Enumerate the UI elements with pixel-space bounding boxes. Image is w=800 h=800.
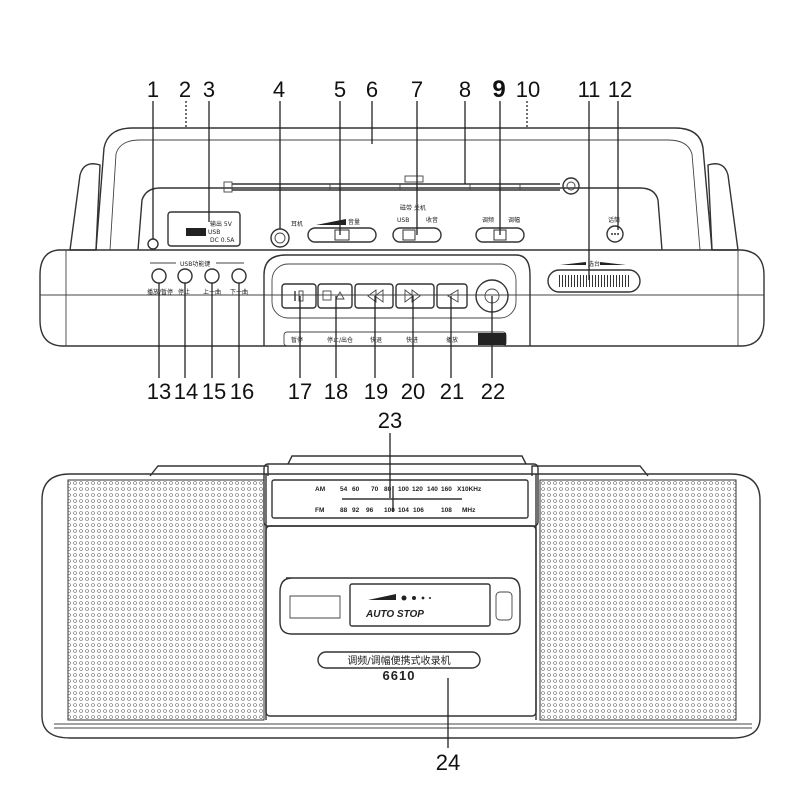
callout-7: 7 <box>411 77 423 102</box>
callout-16: 16 <box>230 379 254 404</box>
callout-8: 8 <box>459 77 471 102</box>
dial-am-70: 70 <box>371 486 379 493</box>
front-view: AM 54 60 70 80 100 120 140 160 X10KHz FM… <box>41 408 761 775</box>
mode-switch-top: 磁带 关机 <box>400 204 426 212</box>
callout-17: 17 <box>288 379 312 404</box>
dial-am-60: 60 <box>352 486 360 493</box>
cassette-door[interactable]: AUTO STOP <box>265 525 537 717</box>
tuning-label: 选台 <box>588 260 600 268</box>
callout-21: 21 <box>440 379 464 404</box>
usb-keys-title: USB功能键 <box>180 260 210 268</box>
dial-am-140: 140 <box>427 486 438 493</box>
transport-label-play: 播放 <box>446 336 458 344</box>
dial-fm-100: 100 <box>384 507 395 514</box>
top-leader-lines <box>152 101 619 378</box>
mic-label: 话筒 <box>608 216 620 224</box>
transport-label-rewind: 快退 <box>370 336 382 344</box>
mode-switch-left: USB <box>397 217 409 224</box>
dial-am-120: 120 <box>412 486 423 493</box>
dial-am-unit: X10KHz <box>457 486 482 493</box>
dial-am-160: 160 <box>441 486 452 493</box>
callout-6: 6 <box>366 77 378 102</box>
dial-am-80: 80 <box>384 486 392 493</box>
callout-14: 14 <box>174 379 198 404</box>
dial-fm-92: 92 <box>352 507 360 514</box>
dial-fm-108: 108 <box>441 507 452 514</box>
usb-play-pause-key[interactable] <box>151 268 167 284</box>
callout-1: 1 <box>147 77 159 102</box>
earphone-label: 耳机 <box>291 220 303 228</box>
dial-fm-104: 104 <box>398 507 409 514</box>
callout-24: 24 <box>436 750 460 775</box>
transport-label-record: 录音 <box>484 336 496 344</box>
microphone: 话筒 <box>606 216 624 243</box>
carry-handle <box>95 127 713 251</box>
dial-fm-unit: MHz <box>462 507 476 514</box>
usb-stop-key[interactable] <box>177 268 193 284</box>
usb-badge: USB <box>208 229 220 236</box>
usb-key-label-1: 播放/暂停 <box>147 288 173 296</box>
play-key[interactable] <box>436 283 468 309</box>
band-left-label: 调频 <box>482 216 494 224</box>
usb-port-sublabel: DC 0.5A <box>210 237 235 244</box>
dial-am-label: AM <box>315 486 325 493</box>
callout-12: 12 <box>608 77 632 102</box>
fast-forward-key[interactable] <box>395 283 435 309</box>
transport-label-stop: 停止/出仓 <box>327 336 353 344</box>
power-indicator-led <box>147 238 159 250</box>
cassette-transport-keys: 暂停 停止/出仓 快退 快进 播放 录音 <box>263 254 531 347</box>
tuning-dial-knob[interactable]: 选台 <box>547 260 641 293</box>
usb-port-label: 输出 5V <box>210 220 233 228</box>
tuning-dial-scale: AM 54 60 70 80 100 120 140 160 X10KHz FM… <box>271 479 529 519</box>
callout-4: 4 <box>273 77 285 102</box>
auto-stop-label: AUTO STOP <box>365 609 424 620</box>
callout-2: 2 <box>179 77 191 102</box>
svg-text:USB: USB <box>208 229 220 236</box>
callout-18: 18 <box>324 379 348 404</box>
front-body <box>41 473 761 739</box>
usb-function-keys: USB功能键 播放/暂停 停止 上一曲 下一曲 <box>147 260 248 296</box>
dial-fm-label: FM <box>315 507 324 514</box>
dial-fm-106: 106 <box>413 507 424 514</box>
usb-next-key[interactable] <box>231 268 247 284</box>
left-speaker-grille <box>67 479 265 721</box>
pause-key[interactable] <box>281 283 317 309</box>
telescopic-antenna <box>223 175 580 195</box>
transport-label-pause: 暂停 <box>291 336 303 344</box>
callout-11: 11 <box>578 77 601 102</box>
callout-19: 19 <box>364 379 388 404</box>
callout-9: 9 <box>492 76 505 103</box>
mode-switch-right: 收音 <box>426 216 438 224</box>
dial-fm-96: 96 <box>366 507 374 514</box>
callout-3: 3 <box>203 77 215 102</box>
dial-am-100: 100 <box>398 486 409 493</box>
callout-13: 13 <box>147 379 171 404</box>
top-view: USB 输出 5V DC 0.5A 耳机 音量 磁带 关机 USB 收音 <box>39 76 765 404</box>
volume-slider[interactable]: 音量 <box>307 218 377 243</box>
usb-prev-key[interactable] <box>204 268 220 284</box>
callout-20: 20 <box>401 379 425 404</box>
callout-15: 15 <box>202 379 226 404</box>
volume-label: 音量 <box>348 218 360 226</box>
model-number: 6610 <box>383 668 416 683</box>
top-body <box>39 249 765 347</box>
dial-fm-88: 88 <box>340 507 348 514</box>
callout-10: 10 <box>516 77 540 102</box>
transport-label-ff: 快进 <box>406 336 418 344</box>
callout-23: 23 <box>378 408 402 433</box>
stop-eject-key[interactable] <box>317 283 353 309</box>
usb-port[interactable]: USB 输出 5V DC 0.5A <box>167 211 241 247</box>
callout-22: 22 <box>481 379 505 404</box>
band-right-label: 调幅 <box>508 216 520 224</box>
right-speaker-grille <box>539 479 737 721</box>
product-badge: 调频/调幅便携式收录机 6610 <box>317 651 481 683</box>
rewind-key[interactable] <box>354 283 394 309</box>
dial-am-54: 54 <box>340 486 348 493</box>
product-name: 调频/调幅便携式收录机 <box>347 654 450 667</box>
earphone-jack[interactable]: 耳机 <box>270 220 303 248</box>
callout-5: 5 <box>334 77 346 102</box>
usb-key-label-2: 停止 <box>178 288 190 296</box>
